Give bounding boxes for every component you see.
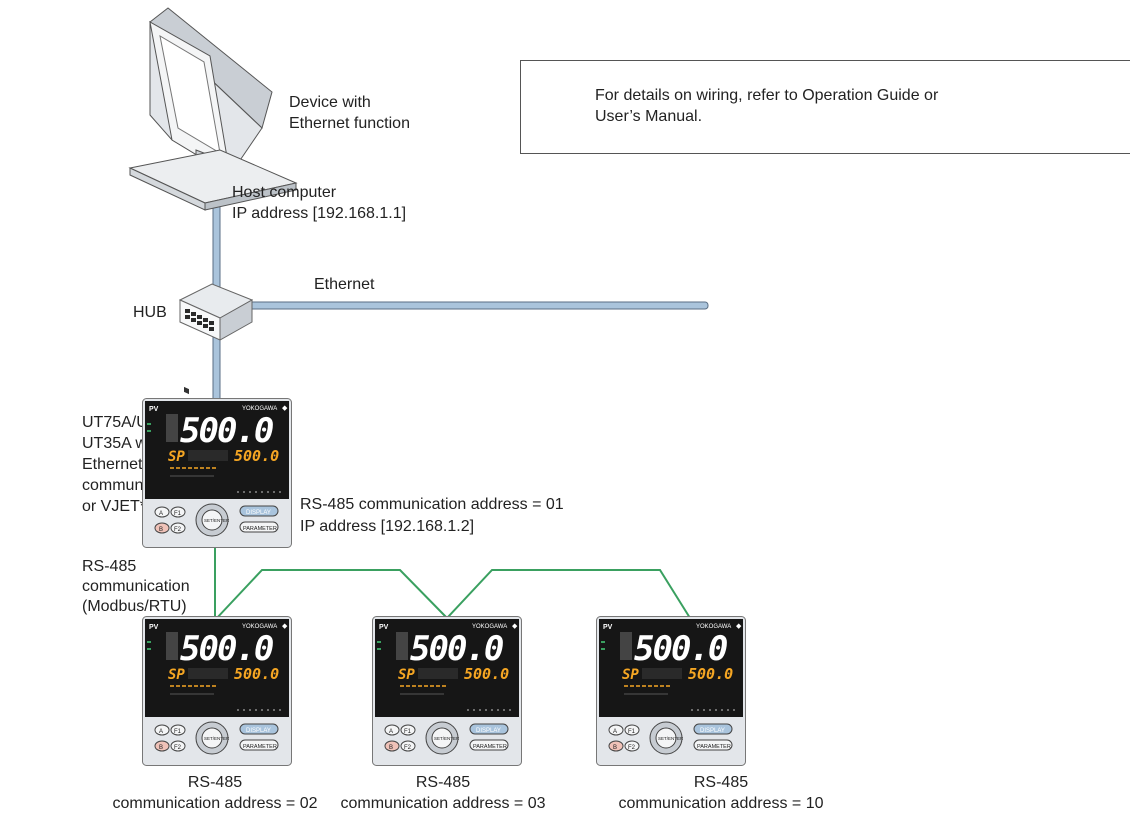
host-label-line1: Host computer bbox=[232, 184, 337, 201]
rs485-link-line3: (Modbus/RTU) bbox=[82, 598, 187, 615]
pv-label: PV bbox=[149, 406, 159, 413]
sp-value: 500.0 bbox=[234, 447, 279, 465]
diamond-icon: ◆ bbox=[512, 622, 518, 630]
pv-value: 500.0 bbox=[634, 629, 727, 669]
btn-f2: F2 bbox=[174, 527, 182, 533]
master-controller: PV YOKOGAWA ◆ 500.0 SP 500.0 A F1 B F2 S… bbox=[142, 398, 292, 548]
pv-label: PV bbox=[379, 624, 389, 631]
pv-value: 500.0 bbox=[180, 411, 273, 451]
btn-b: B bbox=[159, 527, 163, 533]
host-ip-label: IP address [192.168.1.1] bbox=[232, 205, 407, 222]
device-label-line1: Device with bbox=[289, 94, 371, 111]
sp-value: 500.0 bbox=[688, 665, 733, 683]
btn-set: SET/ENTER bbox=[658, 736, 684, 741]
btn-parameter: PARAMETER bbox=[243, 526, 277, 532]
btn-f1: F1 bbox=[174, 729, 182, 735]
host-computer-icon bbox=[128, 7, 298, 211]
slave-02-label-line2: communication address = 02 bbox=[112, 795, 318, 812]
rs485-link-line1: RS-485 bbox=[82, 558, 137, 575]
ethernet-label: Ethernet bbox=[314, 276, 375, 293]
sp-value: 500.0 bbox=[464, 665, 509, 683]
btn-a: A bbox=[613, 729, 617, 735]
device-label-line2: Ethernet function bbox=[289, 115, 410, 132]
btn-parameter: PARAMETER bbox=[243, 744, 277, 750]
btn-display: DISPLAY bbox=[246, 510, 271, 516]
slave-03-label-line1: RS-485 bbox=[415, 774, 471, 791]
sp-label: SP bbox=[168, 667, 185, 683]
btn-b: B bbox=[613, 745, 617, 751]
sp-label: SP bbox=[398, 667, 415, 683]
ethernet-cable-main bbox=[231, 301, 709, 310]
master-desc-line3: Ethernet bbox=[82, 456, 143, 473]
pv-label: PV bbox=[603, 624, 613, 631]
sp-label: SP bbox=[622, 667, 639, 683]
pv-label: PV bbox=[149, 624, 159, 631]
hub-icon bbox=[178, 283, 254, 395]
brand-label: YOKOGAWA bbox=[242, 406, 277, 412]
btn-f2: F2 bbox=[628, 745, 636, 751]
btn-a: A bbox=[159, 511, 163, 517]
pv-value: 500.0 bbox=[180, 629, 273, 669]
sp-value: 500.0 bbox=[234, 665, 279, 683]
rs485-link-line2: communication bbox=[82, 578, 190, 595]
diamond-icon: ◆ bbox=[282, 404, 288, 412]
btn-parameter: PARAMETER bbox=[697, 744, 731, 750]
btn-display: DISPLAY bbox=[246, 728, 271, 734]
master-ip-address: IP address [192.168.1.2] bbox=[300, 518, 475, 535]
diamond-icon: ◆ bbox=[282, 622, 288, 630]
sp-label: SP bbox=[168, 449, 185, 465]
btn-f1: F1 bbox=[174, 511, 182, 517]
master-rs485-address: RS-485 communication address = 01 bbox=[300, 496, 564, 513]
slave-controller-03: PV YOKOGAWA ◆ 500.0 SP 500.0 A F1 B F2 S… bbox=[372, 616, 522, 766]
btn-b: B bbox=[159, 745, 163, 751]
slave-02-label-line1: RS-485 bbox=[187, 774, 243, 791]
btn-f1: F1 bbox=[628, 729, 636, 735]
btn-b: B bbox=[389, 745, 393, 751]
slave-controller-02: PV YOKOGAWA ◆ 500.0 SP 500.0 A F1 B F2 S… bbox=[142, 616, 292, 766]
btn-display: DISPLAY bbox=[700, 728, 725, 734]
brand-label: YOKOGAWA bbox=[472, 624, 507, 630]
slave-10-label-line1: RS-485 bbox=[693, 774, 749, 791]
btn-set: SET/ENTER bbox=[204, 518, 230, 523]
slave-03-label-line2: communication address = 03 bbox=[340, 795, 546, 812]
btn-a: A bbox=[389, 729, 393, 735]
btn-a: A bbox=[159, 729, 163, 735]
btn-set: SET/ENTER bbox=[434, 736, 460, 741]
brand-label: YOKOGAWA bbox=[696, 624, 731, 630]
btn-f1: F1 bbox=[404, 729, 412, 735]
wiring-note-box: For details on wiring, refer to Operatio… bbox=[520, 60, 1130, 154]
btn-display: DISPLAY bbox=[476, 728, 501, 734]
btn-parameter: PARAMETER bbox=[473, 744, 507, 750]
brand-label: YOKOGAWA bbox=[242, 624, 277, 630]
ethernet-cable-hub-master bbox=[212, 331, 221, 403]
slave-controller-10: PV YOKOGAWA ◆ 500.0 SP 500.0 A F1 B F2 S… bbox=[596, 616, 746, 766]
rs485-cable bbox=[214, 548, 691, 623]
wiring-note-text: For details on wiring, refer to Operatio… bbox=[595, 87, 939, 125]
pv-value: 500.0 bbox=[410, 629, 503, 669]
diamond-icon: ◆ bbox=[736, 622, 742, 630]
btn-f2: F2 bbox=[404, 745, 412, 751]
btn-set: SET/ENTER bbox=[204, 736, 230, 741]
slave-10-label-line2: communication address = 10 bbox=[618, 795, 824, 812]
master-desc-line5: or VJET* bbox=[82, 498, 147, 515]
btn-f2: F2 bbox=[174, 745, 182, 751]
hub-label: HUB bbox=[133, 304, 167, 321]
